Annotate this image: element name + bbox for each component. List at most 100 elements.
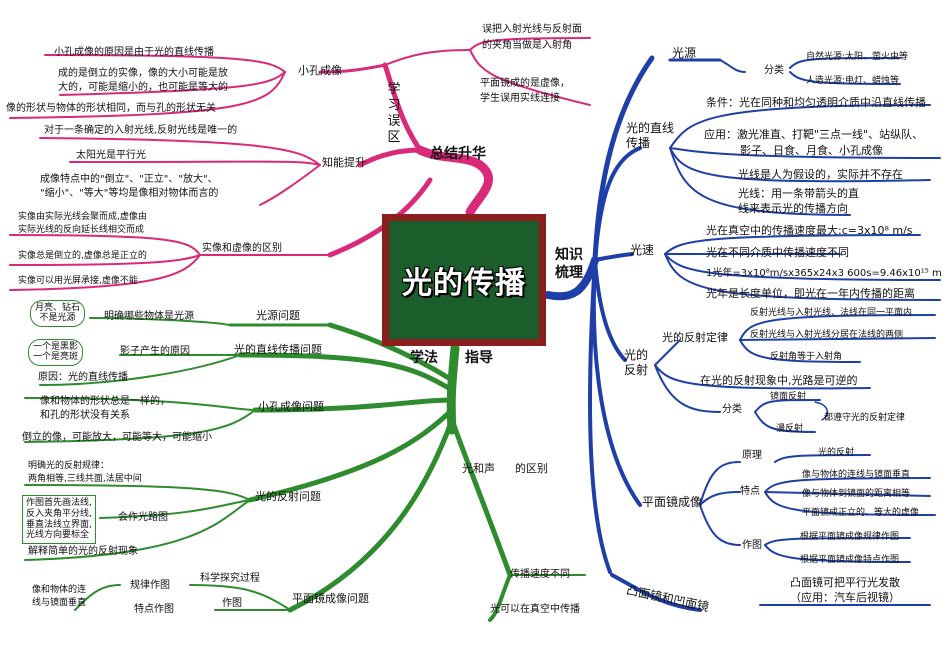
specular-reflection: 镜面反射: [770, 392, 807, 402]
drawing-2: 根据平面镜成像特点作图: [800, 555, 900, 565]
mistake-1a: 误把入射光线与反射面: [482, 24, 582, 35]
rule-drawing: 规律作图: [130, 580, 170, 591]
scientific-process: 科学探究过程: [200, 573, 260, 584]
center-title: 光的传播: [402, 266, 526, 301]
light-and-sound: 光和声: [462, 462, 495, 475]
straight-app-1: 应用：激光准直、打靶"三点一线"、站纵队、: [704, 128, 924, 141]
pinhole-line-3: 大的，可能是缩小的，也可能是等大的: [58, 82, 228, 93]
speed-2: 光在不同介质中传播速度不同: [706, 246, 849, 259]
shadow-pill: 一个是黑影一个是亮斑: [28, 339, 84, 366]
convex-2: （应用：汽车后视镜）: [790, 591, 900, 604]
reversible: 在光的反射现象中,光路是可逆的: [700, 374, 858, 387]
pinhole-line-2: 成的是倒立的实像，像的大小可能是放: [58, 68, 228, 79]
summary-label: 总结升华: [430, 146, 486, 162]
law-1: 反射光线与入射光线、法线在同一平面内: [750, 308, 913, 318]
speed-difference: 传播速度不同: [510, 569, 570, 580]
drawing-node: 作图: [222, 598, 242, 609]
pinhole-tip-2: 倒立的像，可能放大，可能等大，可能缩小: [22, 432, 212, 443]
feature-1: 像与物体的连线与镜面垂直: [802, 470, 911, 480]
speed-node: 光速: [630, 243, 655, 257]
bottom-left-2: 线与镜面垂直: [32, 598, 87, 608]
drawing-step-3: 垂直法线立界面,: [26, 519, 92, 530]
straight-node: 光的直线传播: [626, 121, 675, 150]
reflection-question: 光的反射问题: [255, 490, 321, 503]
reflection-tip-1a: 明确光的反射规律：: [28, 461, 110, 471]
drawing-1: 根据平面镜成像规律作图: [800, 532, 900, 542]
drawing-steps-box: 作图首先画法线, 反入夹角平分线, 垂直法线立界面, 光线方向要标全: [22, 495, 96, 545]
draw-light-path: 会作光路图: [118, 512, 168, 523]
knowledge-label: 知识梳理: [555, 247, 583, 281]
drawing-step-1: 作图首先画法线,: [26, 498, 92, 508]
pinhole-line-4: 像的形状与物体的形状相同，而与孔的形状无关: [6, 103, 216, 114]
convex-1: 凸面镜可把平行光发散: [790, 576, 900, 589]
law-2: 反射光线与入射光线分居在法线的两侧: [750, 330, 904, 340]
drawing-node-right: 作图: [742, 540, 762, 551]
feature-drawing: 特点作图: [134, 604, 174, 615]
shadow-pill-a: 一个是黑影: [33, 342, 79, 352]
explain-reflection: 解释简单的光的反射现象: [28, 546, 138, 557]
source-pill-a: 月亮、钻石: [35, 303, 81, 313]
drawing-step-2: 反入夹角平分线,: [26, 508, 92, 519]
realvirt-1b: 实际光线的反向延长线相交而成: [18, 225, 145, 235]
source-question: 光源问题: [256, 309, 300, 322]
plane-mirror-node: 平面镜成像: [642, 495, 703, 509]
shadow-pill-b: 一个是亮斑: [33, 352, 79, 363]
natural-source: 自然光源:太阳、萤火虫等: [806, 52, 909, 62]
guide-label: 指导: [465, 350, 493, 366]
shadow-tip: 影子产生的原因: [120, 346, 190, 357]
reason: 原因：光的直线传播: [38, 372, 128, 383]
features-node: 特点: [740, 486, 760, 497]
straight-question: 光的直线传播问题: [234, 343, 322, 356]
speed-3: 1光年=3x10⁸m/sx365x24x3 600s=9.46x10¹⁵ m: [706, 268, 942, 279]
bottom-left-1: 像和物体的连: [32, 585, 87, 595]
realvirt-node: 实像和虚像的区别: [202, 243, 282, 254]
difference-label: 的区别: [515, 462, 548, 475]
realvirt-2: 实像总是倒立的,虚像总是正立的: [18, 251, 147, 261]
mistake-2b: 学生误用实线连接: [480, 93, 560, 104]
mistake-2a: 平面镜成的是虚像，: [480, 78, 570, 89]
law-3: 反射角等于入射角: [770, 352, 843, 362]
reflection-law: 光的反射定律: [662, 331, 728, 344]
drawing-step-4: 光线方向要标全: [26, 530, 90, 541]
ray-3: 线来表示光的传播方向: [738, 202, 848, 215]
vacuum-propagation: 光可以在真空中传播: [490, 604, 580, 615]
speed-4: 光年是长度单位，即光在一年内传播的距离: [706, 287, 915, 300]
plane-mirror-question: 平面镜成像问题: [292, 592, 369, 605]
mistakes-label: 学习误区: [387, 82, 401, 146]
feature-3: 平面镜成正立的、等大的虚像: [802, 508, 920, 518]
method-label: 学法: [410, 350, 438, 366]
pinhole-question: 小孔成像问题: [258, 400, 324, 413]
diffuse-reflection: 漫反射: [776, 424, 804, 434]
source-pill: 月亮、钻石不是光源: [30, 300, 86, 327]
ability-node: 知能提升: [322, 156, 366, 169]
mistakes-text: 学习误区: [387, 82, 401, 145]
obey-law: 都遵守光的反射定律: [824, 413, 906, 423]
feature-2: 像与物体到镜面的距离相等: [802, 489, 911, 499]
pinhole-tip-1a: 像和物体的形状总是一样的，: [40, 396, 170, 407]
reflection-classify: 分类: [722, 404, 742, 415]
mistake-1b: 的夹角当做是入射角: [482, 40, 572, 51]
speed-1: 光在真空中的传播速度最大:c=3x10⁸ m/s: [706, 224, 913, 237]
principle-node: 原理: [742, 450, 762, 461]
source-tip: 明确哪些物体是光源: [104, 311, 194, 322]
ray-1: 光线是人为假设的，实际并不存在: [738, 168, 903, 181]
realvirt-1a: 实像由实际光线会聚而成,虚像由: [18, 212, 147, 222]
ability-3b: "缩小"、"等大"等均是像相对物体而言的: [40, 188, 219, 199]
source-classify: 分类: [764, 65, 784, 76]
straight-app-2: 影子、日食、月食、小孔成像: [740, 144, 883, 157]
pinhole-tip-1b: 和孔的形状没有关系: [40, 410, 130, 421]
pinhole-node: 小孔成像: [298, 64, 342, 77]
principle-1: 光的反射: [818, 448, 855, 458]
light-source-node: 光源: [672, 46, 697, 60]
ray-2: 光线：用一条带箭头的直: [738, 187, 859, 200]
artificial-source: 人造光源:电灯、蜡烛等: [806, 76, 900, 86]
source-pill-b: 不是光源: [39, 313, 76, 324]
ability-1: 对于一条确定的入射光线,反射光线是唯一的: [44, 125, 238, 136]
straight-condition: 条件：光在同种和均匀透明介质中沿直线传播: [706, 96, 926, 109]
reflection-node: 光的反射: [624, 348, 649, 377]
center-node: 光的传播: [382, 214, 546, 346]
ability-3a: 成像特点中的"倒立"、"正立"、"放大"、: [40, 174, 218, 185]
realvirt-3: 实像可以用光屏承接,虚像不能: [18, 276, 138, 286]
